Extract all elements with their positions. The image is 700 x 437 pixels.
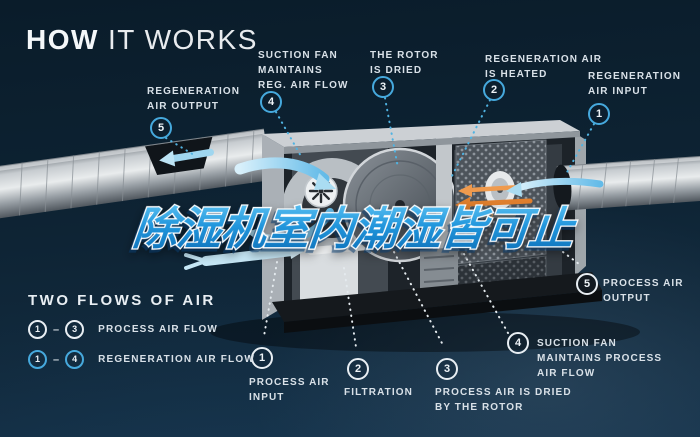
callout-label-process-air-dried: PROCESS AIR IS DRIED BY THE ROTOR <box>435 387 572 413</box>
legend-range-dash: – <box>53 323 60 336</box>
callout-number-regeneration-3: 3 <box>372 76 394 98</box>
legend-circle-from: 1 <box>28 320 47 339</box>
overlay-chinese-text: 除湿机室内潮湿皆可止 <box>130 202 579 255</box>
legend-circle-from: 1 <box>28 350 47 369</box>
callout-label-process-air-input: PROCESS AIR INPUT <box>249 377 330 403</box>
callout-label-regeneration-air-heated: REGENERATION AIR IS HEATED <box>485 54 603 80</box>
callout-label-filtration: FILTRATION <box>344 387 413 398</box>
regeneration-output-arrow <box>159 148 215 167</box>
title-bold: HOW <box>26 24 99 55</box>
callout-label-suction-fan-process: SUCTION FAN MAINTAINS PROCESS AIR FLOW <box>537 338 663 379</box>
legend-circle-to: 4 <box>65 350 85 369</box>
callout-label-rotor-dried: THE ROTOR IS DRIED <box>370 50 439 76</box>
callout-label-regeneration-air-input: REGENERATION AIR INPUT <box>588 71 682 97</box>
duct-mouth <box>553 164 572 211</box>
regeneration-leader-lines <box>165 97 595 177</box>
heater-arrows <box>455 184 533 224</box>
callout-number-process-1: 1 <box>251 347 273 369</box>
legend-circle-to: 3 <box>65 320 85 339</box>
legend-label-regeneration: REGENERATION AIR FLOW <box>98 354 255 365</box>
legend: TWO FLOWS OF AIR 1 – 3 PROCESS AIR FLOW … <box>28 292 255 369</box>
callout-label-regeneration-air-output: REGENERATION AIR OUTPUT <box>147 86 241 112</box>
base-plinth <box>272 272 602 333</box>
callout-number-process-5: 5 <box>576 273 598 295</box>
page-title: HOW IT WORKS <box>26 24 258 56</box>
title-light: IT WORKS <box>107 24 258 55</box>
filter-boxes <box>300 243 458 306</box>
process-leader-lines <box>263 251 580 348</box>
right-duct <box>553 155 700 211</box>
legend-title: TWO FLOWS OF AIR <box>28 292 216 309</box>
process-input-arrow <box>184 242 306 270</box>
callout-label-process-air-output: PROCESS AIR OUTPUT <box>603 278 684 304</box>
flow-arrows <box>184 157 604 270</box>
callout-label-suction-fan-reg: SUCTION FAN MAINTAINS REG. AIR FLOW <box>258 50 349 91</box>
legend-row-regeneration-air-flow: 1 – 4 REGENERATION AIR FLOW <box>28 350 255 369</box>
top-panel <box>262 120 580 147</box>
callout-number-process-4: 4 <box>507 332 529 354</box>
left-duct <box>0 128 271 222</box>
callout-number-process-2: 2 <box>347 358 369 380</box>
callout-number-process-3: 3 <box>436 358 458 380</box>
legend-label-process: PROCESS AIR FLOW <box>98 324 219 335</box>
legend-range-dash: – <box>53 353 60 366</box>
left-panel <box>262 134 284 320</box>
callout-number-regeneration-5: 5 <box>150 117 172 139</box>
callout-number-regeneration-1: 1 <box>588 103 610 125</box>
callout-number-regeneration-4: 4 <box>260 91 282 113</box>
legend-row-process-air-flow: 1 – 3 PROCESS AIR FLOW <box>28 320 255 339</box>
callout-number-regeneration-2: 2 <box>483 79 505 101</box>
